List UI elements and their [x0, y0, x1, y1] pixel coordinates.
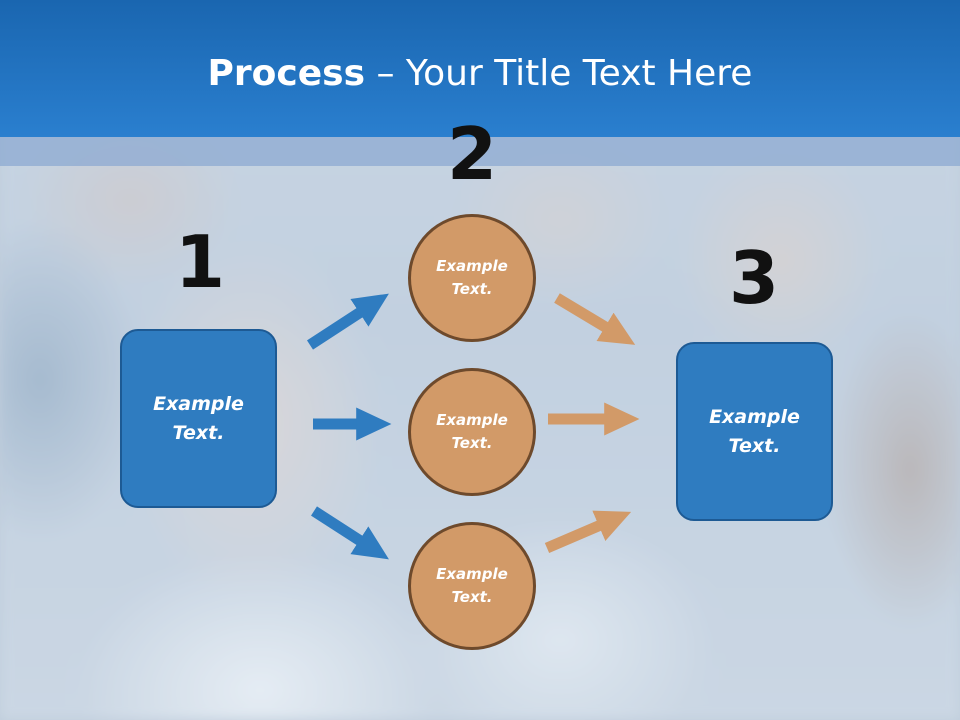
arrow-top-to-right [554, 293, 636, 345]
circle-middle[interactable]: Example Text. [408, 368, 536, 496]
arrow-bottom-to-right [544, 510, 632, 554]
title-bold: Process [207, 53, 366, 94]
title-stripe [0, 137, 960, 166]
title-rest: – Your Title Text Here [365, 53, 753, 94]
circle-top[interactable]: Example Text. [408, 214, 536, 342]
step-number-3: 3 [728, 236, 780, 320]
step-number-2: 2 [446, 112, 498, 196]
slide-title: Process – Your Title Text Here [0, 52, 960, 96]
left-text-box[interactable]: Example Text. [120, 329, 277, 508]
arrow-left-to-top [306, 293, 389, 350]
right-text-box[interactable]: Example Text. [676, 342, 833, 521]
circle-bottom[interactable]: Example Text. [408, 522, 536, 650]
arrow-left-to-bottom [311, 506, 389, 560]
step-number-1: 1 [174, 220, 226, 304]
title-bar [0, 0, 960, 137]
